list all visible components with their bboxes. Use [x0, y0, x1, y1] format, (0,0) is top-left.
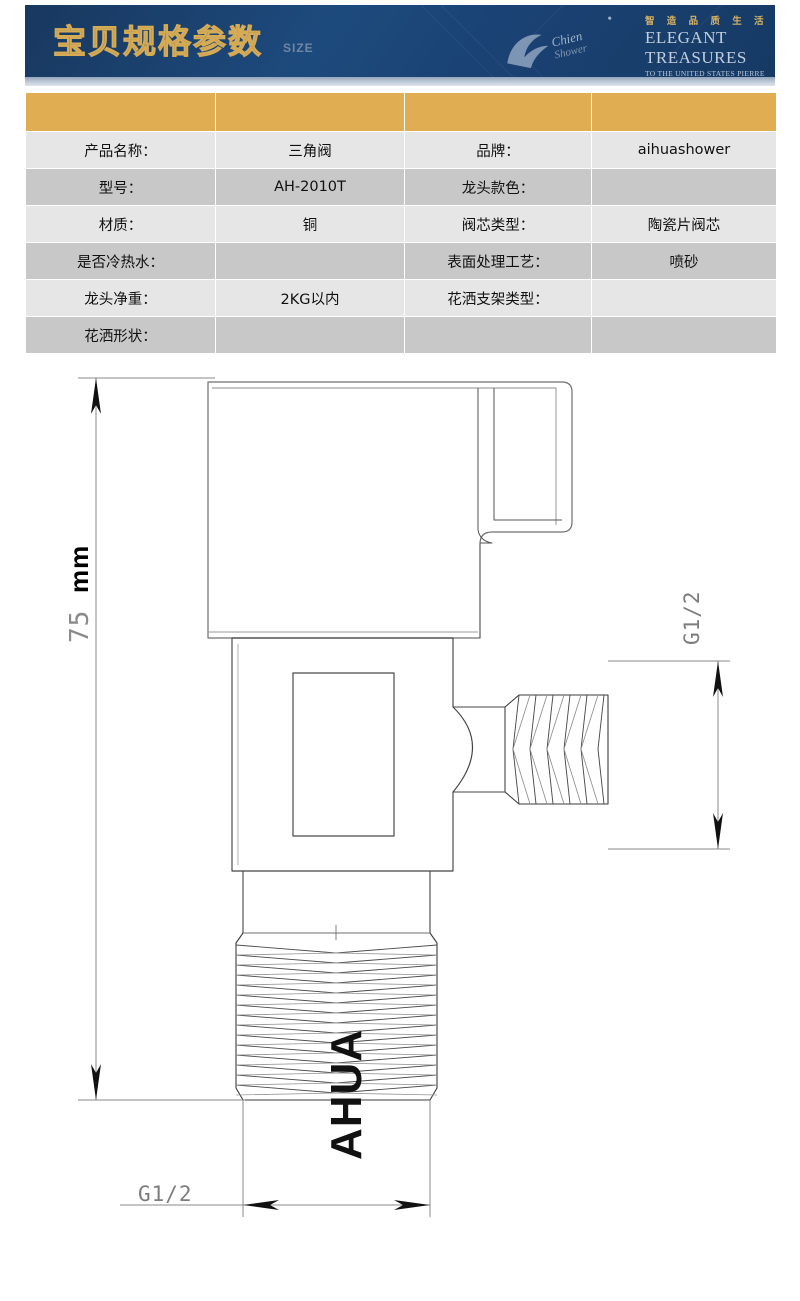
header-cell: [405, 93, 591, 131]
table-row: 材质： 铜 阀芯类型： 陶瓷片阀芯: [26, 206, 776, 242]
valve-body-outline: [231, 637, 473, 872]
table-row: 是否冷热水： 表面处理工艺： 喷砂: [26, 243, 776, 279]
page-title-subtitle: SIZE: [283, 41, 314, 55]
spec-label: 龙头款色：: [405, 169, 591, 205]
chien-shower-logo-icon: Chien Shower: [507, 16, 612, 69]
spec-value: [216, 317, 404, 353]
brand-tagline-en: TO THE UNITED STATES PIERRE: [645, 69, 765, 77]
header-cell: [592, 93, 776, 131]
table-row: 龙头净重： 2KG以内 花洒支架类型：: [26, 280, 776, 316]
spec-label: 材质：: [26, 206, 215, 242]
dimension-arrowheads: [91, 378, 723, 1210]
table-row: 产品名称： 三角阀 品牌： aihuashower: [26, 132, 776, 168]
brand-block: 智 造 品 质 生 活 ELEGANT TREASURES TO THE UNI…: [645, 13, 775, 77]
banner-silver-strip: [25, 77, 775, 86]
svg-text:Chien: Chien: [550, 28, 584, 50]
spec-value: 2KG以内: [216, 280, 404, 316]
header-cell: [26, 93, 215, 131]
dimension-lines: [78, 377, 730, 1217]
spec-value: [592, 280, 776, 316]
dimension-label-height: 75 mm: [64, 544, 95, 643]
spec-value: [592, 317, 776, 353]
spec-label: 表面处理工艺：: [405, 243, 591, 279]
banner-spacer: [25, 86, 775, 92]
spec-label: 产品名称：: [26, 132, 215, 168]
spec-label: 花洒形状：: [26, 317, 215, 353]
spec-value: [592, 169, 776, 205]
spec-value: 铜: [216, 206, 404, 242]
spec-value: aihuashower: [592, 132, 776, 168]
product-technical-drawing: 75 mm G1/2 G1/2 AHUA: [0, 355, 800, 1296]
table-row: 花洒形状：: [26, 317, 776, 353]
spec-label: [405, 317, 591, 353]
spec-label: 龙头净重：: [26, 280, 215, 316]
dimension-label-inlet-thread: G1/2: [138, 1182, 193, 1206]
brand-name-en: ELEGANT TREASURES: [645, 28, 747, 67]
page-title: 宝贝规格参数: [53, 22, 263, 62]
spec-value: 喷砂: [592, 243, 776, 279]
valve-drawing-svg: [78, 377, 730, 1217]
product-brand-mark: AHUA: [322, 1028, 371, 1160]
valve-side-outlet: [453, 694, 609, 805]
spec-label: 品牌：: [405, 132, 591, 168]
brand-slogan-cn: 智 造 品 质 生 活: [645, 16, 769, 27]
specification-table: 产品名称： 三角阀 品牌： aihuashower 型号： AH-2010T 龙…: [25, 92, 777, 354]
table-row: 型号： AH-2010T 龙头款色：: [26, 169, 776, 205]
spec-label: 阀芯类型：: [405, 206, 591, 242]
valve-handle-outline: [207, 381, 573, 639]
spec-label: 是否冷热水：: [26, 243, 215, 279]
header-cell: [216, 93, 404, 131]
spec-value: AH-2010T: [216, 169, 404, 205]
page-banner: 宝贝规格参数 SIZE Chien Shower 智 造 品 质 生 活 ELE…: [25, 5, 775, 77]
spec-value: 三角阀: [216, 132, 404, 168]
table-header-row: [26, 93, 776, 131]
dimension-label-outlet-thread: G1/2: [680, 590, 704, 645]
spec-value: 陶瓷片阀芯: [592, 206, 776, 242]
spec-value: [216, 243, 404, 279]
spec-label: 型号：: [26, 169, 215, 205]
spec-label: 花洒支架类型：: [405, 280, 591, 316]
valve-bottom-inlet: [235, 871, 438, 1101]
